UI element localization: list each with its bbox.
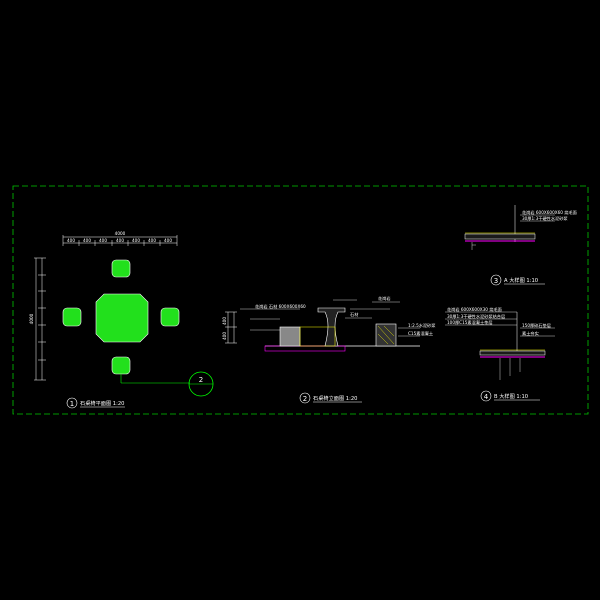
- stool-bottom: [111, 356, 131, 375]
- plan-overall-dim: 4000: [115, 231, 126, 236]
- elev-note: C15素混凝土: [408, 330, 433, 337]
- plan-seg-dim: 400: [164, 238, 172, 243]
- plan-segment-dims: 400 400 400 400 400 400 400: [67, 238, 172, 243]
- stool-right: [160, 307, 180, 327]
- detail4-note: 30厚1:3干硬性水泥砂浆结合层: [447, 313, 505, 320]
- detail4-title-number: 4: [484, 393, 489, 401]
- detail4-title: B 大样图 1:10: [494, 392, 528, 400]
- stone-table: [95, 293, 149, 343]
- detail3-title: A 大样图 1:10: [504, 276, 538, 284]
- drawing-frame: [12, 185, 589, 415]
- detail-4-view: 花岗岩 600X600X30 烧毛面 30厚1:3干硬性水泥砂浆结合层 100厚…: [445, 306, 555, 402]
- elev-title: 石桌椅立面图 1:20: [313, 394, 357, 402]
- elev-title-circle: [299, 392, 311, 404]
- detail4-layer: [479, 350, 546, 356]
- plan-title-number: 1: [70, 400, 74, 408]
- detail3-note: 30厚1:3干硬性水泥砂浆: [522, 215, 568, 222]
- detail3-title-number: 3: [494, 277, 498, 285]
- plan-view: 4000 400 400 400 400 400 400 400 4000: [29, 231, 214, 409]
- plan-seg-dim: 400: [83, 238, 91, 243]
- detail-3-view: 花岗岩 600X600X60 烧毛面 30厚1:3干硬性水泥砂浆 3 A 大样图…: [464, 205, 577, 286]
- plan-title-circle: [66, 397, 78, 409]
- elev-note: 花岗岩: [378, 295, 391, 302]
- elev-note: 1:2.5水泥砂浆: [408, 322, 436, 329]
- plan-seg-dim: 400: [132, 238, 140, 243]
- elevation-view: 400 400 花岗岩 石材 600X600X60 花岗岩 石材 1:2.5水泥…: [222, 295, 436, 404]
- detail4-note: 素土夯实: [522, 330, 539, 337]
- stool-left: [62, 307, 82, 327]
- plan-seg-dim: 400: [99, 238, 107, 243]
- detail3-layer: [464, 233, 536, 240]
- plan-title: 石桌椅平面图 1:20: [80, 399, 124, 407]
- detail4-note: 花岗岩 600X600X30 烧毛面: [447, 306, 502, 313]
- elev-stool-left: [279, 326, 301, 347]
- elev-dim: 400: [222, 332, 227, 340]
- detail3-note: 花岗岩 600X600X60 烧毛面: [522, 209, 577, 216]
- detail4-note: 100厚C15素混凝土垫层: [447, 319, 493, 326]
- elev-note: 花岗岩 石材 600X600X60: [255, 303, 306, 310]
- detail4-title-circle: [480, 390, 492, 402]
- stool-top: [111, 259, 131, 278]
- elev-title-number: 2: [303, 395, 307, 403]
- plan-seg-dim: 400: [148, 238, 156, 243]
- plan-side-dim: 4000: [29, 313, 34, 324]
- section-marker-number: 2: [199, 376, 203, 384]
- elev-note: 石材: [350, 311, 358, 318]
- elev-dim: 400: [222, 317, 227, 325]
- detail4-note: 150厚碎石垫层: [522, 322, 551, 329]
- plan-seg-dim: 400: [67, 238, 75, 243]
- plan-seg-dim: 400: [116, 238, 124, 243]
- detail3-title-circle: [490, 274, 502, 286]
